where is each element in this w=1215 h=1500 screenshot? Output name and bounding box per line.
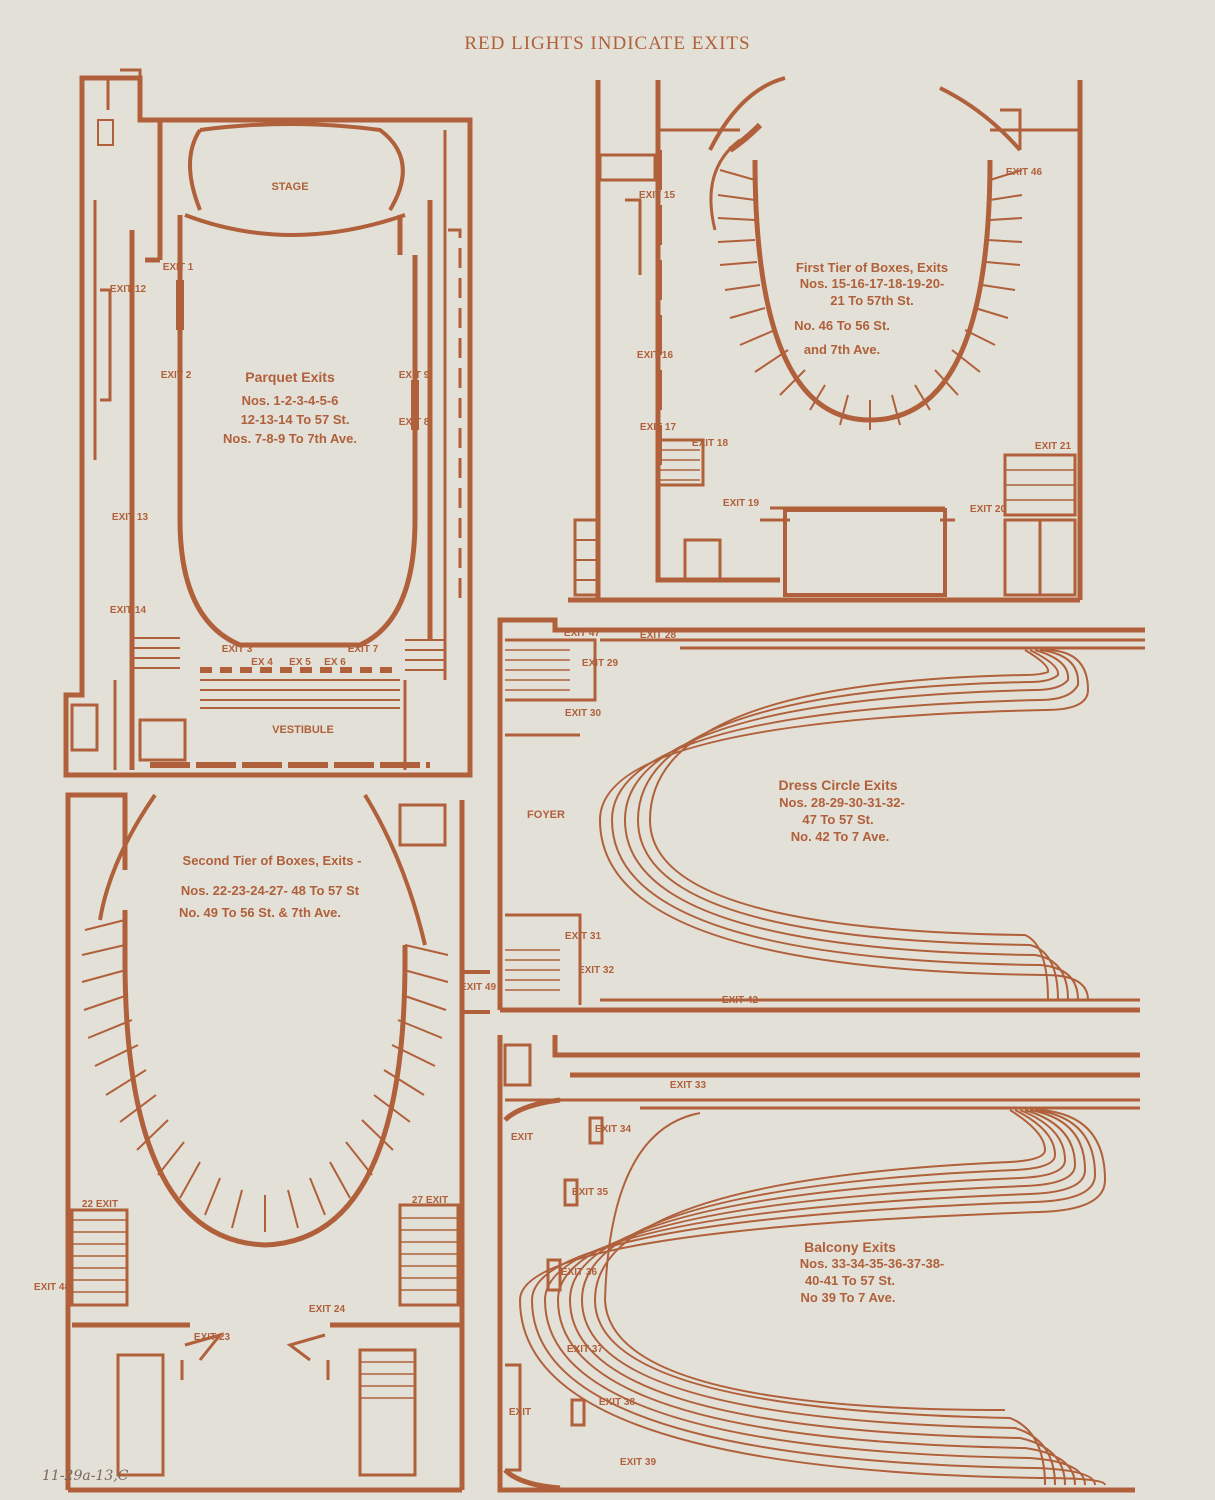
handwritten-note: 11-29a-13,C — [42, 1468, 129, 1484]
exit-35: EXIT 35 — [572, 1187, 609, 1198]
exit-48: EXIT 48 — [34, 1282, 71, 1293]
dress-circle-line3: No. 42 To 7 Ave. — [791, 829, 890, 844]
exit-42: EXIT 42 — [722, 995, 759, 1006]
second-tier-title: Second Tier of Boxes, Exits - — [183, 853, 362, 868]
exit-27: 27 EXIT — [412, 1195, 448, 1206]
exit-8: EXIT 8 — [399, 417, 430, 428]
exit-6: EX 6 — [324, 657, 346, 668]
exit-46: EXIT 46 — [1006, 167, 1043, 178]
exit-13: EXIT 13 — [112, 512, 149, 523]
parquet-plan — [63, 68, 473, 778]
first-tier-line4: and 7th Ave. — [804, 342, 880, 357]
balcony-line2: 40-41 To 57 St. — [805, 1273, 895, 1288]
exit-21: EXIT 21 — [1035, 441, 1072, 452]
parquet-line3: Nos. 7-8-9 To 7th Ave. — [223, 431, 357, 446]
dress-circle-title: Dress Circle Exits — [778, 777, 897, 793]
exit-47: EXIT 47 — [564, 628, 601, 639]
foyer-label: FOYER — [527, 809, 565, 821]
exit-31: EXIT 31 — [565, 931, 602, 942]
dress-circle-line2: 47 To 57 St. — [802, 812, 873, 827]
stage-label: STAGE — [271, 181, 308, 193]
exit-4: EX 4 — [251, 657, 273, 668]
vestibule-label: VESTIBULE — [272, 724, 334, 736]
first-tier-title: First Tier of Boxes, Exits — [796, 260, 948, 275]
exit-22: 22 EXIT — [82, 1199, 118, 1210]
balcony-line1: Nos. 33-34-35-36-37-38- — [800, 1256, 945, 1271]
exit-37: EXIT 37 — [567, 1344, 604, 1355]
first-tier-plan — [568, 76, 1083, 603]
exit-7: EXIT 7 — [348, 644, 379, 655]
balcony-plan — [497, 1035, 1140, 1493]
exit-14: EXIT 14 — [110, 605, 147, 616]
exit-2: EXIT 2 — [161, 370, 192, 381]
exit-41: EXIT — [509, 1407, 531, 1418]
exit-36: EXIT 36 — [561, 1267, 598, 1278]
parquet-line1: Nos. 1-2-3-4-5-6 — [242, 393, 339, 408]
exit-19: EXIT 19 — [723, 498, 760, 509]
exit-28: EXIT 28 — [640, 630, 677, 641]
dress-circle-plan — [497, 617, 1145, 1013]
first-tier-line2: 21 To 57th St. — [830, 293, 914, 308]
balcony-line3: No 39 To 7 Ave. — [801, 1290, 896, 1305]
exit-23: EXIT 23 — [194, 1332, 231, 1343]
exit-9: EXIT 9 — [399, 370, 430, 381]
exit-16: EXIT 16 — [637, 350, 674, 361]
exit-12: EXIT 12 — [110, 284, 147, 295]
plan-walls — [63, 68, 1145, 1493]
balcony-title: Balcony Exits — [804, 1239, 896, 1255]
exit-32: EXIT 32 — [578, 965, 615, 976]
dress-circle-line1: Nos. 28-29-30-31-32- — [779, 795, 905, 810]
exit-40: EXIT — [511, 1132, 533, 1143]
second-tier-plan — [65, 792, 490, 1493]
exit-5: EX 5 — [289, 657, 311, 668]
exit-18: EXIT 18 — [692, 438, 729, 449]
exit-3: EXIT 3 — [222, 644, 253, 655]
parquet-title: Parquet Exits — [245, 369, 335, 385]
exit-38: EXIT 38 — [599, 1397, 636, 1408]
page-header: RED LIGHTS INDICATE EXITS — [464, 33, 751, 54]
exit-1: EXIT 1 — [163, 262, 194, 273]
exit-15: EXIT 15 — [639, 190, 676, 201]
exit-17: EXIT 17 — [640, 422, 677, 433]
exit-29: EXIT 29 — [582, 658, 619, 669]
parquet-line2: 12-13-14 To 57 St. — [241, 412, 350, 427]
exit-33: EXIT 33 — [670, 1080, 707, 1091]
exit-20: EXIT 20 — [970, 504, 1007, 515]
exit-34: EXIT 34 — [595, 1124, 632, 1135]
second-tier-line1: Nos. 22-23-24-27- 48 To 57 St — [181, 883, 360, 898]
first-tier-line1: Nos. 15-16-17-18-19-20- — [800, 276, 945, 291]
exit-39: EXIT 39 — [620, 1457, 657, 1468]
exit-30: EXIT 30 — [565, 708, 602, 719]
exit-49: EXIT 49 — [460, 982, 497, 993]
exit-24: EXIT 24 — [309, 1304, 346, 1315]
first-tier-line3: No. 46 To 56 St. — [794, 318, 890, 333]
second-tier-line2: No. 49 To 56 St. & 7th Ave. — [179, 905, 341, 920]
